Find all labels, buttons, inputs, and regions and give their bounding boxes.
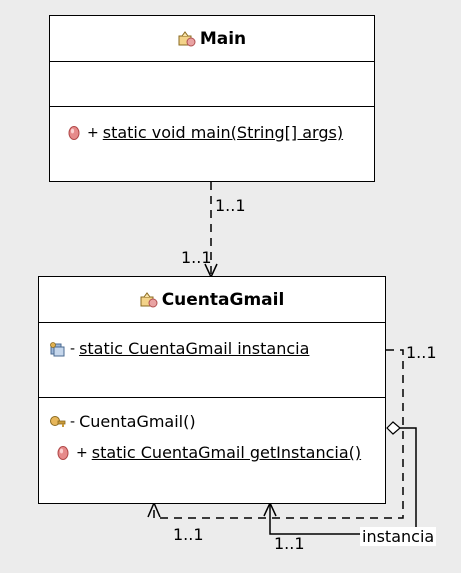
self-aggregation-multiplicity: 1..1 [274, 534, 305, 553]
dependency-source-multiplicity: 1..1 [215, 196, 246, 215]
operation-signature: static void main(String[] args) [102, 123, 344, 142]
self-aggregation-role: instancia [360, 527, 437, 546]
operation-constructor[interactable]: - CuentaGmail() [49, 412, 196, 431]
class-main-operations: + static void main(String[] args) [50, 106, 374, 181]
class-main[interactable]: Main + static void main(String[] args) [49, 15, 375, 182]
dependency-target-multiplicity: 1..1 [181, 248, 212, 267]
public-method-icon [55, 445, 71, 461]
class-icon [178, 30, 196, 47]
operation-signature: CuentaGmail() [79, 412, 196, 431]
operation-main[interactable]: + static void main(String[] args) [66, 123, 343, 142]
private-static-field-icon [49, 341, 65, 357]
class-main-attributes [50, 61, 374, 107]
class-cuentagmail-name: CuentaGmail [161, 289, 285, 310]
class-main-header: Main [50, 16, 374, 61]
class-cuentagmail[interactable]: CuentaGmail - static CuentaGmail instanc… [38, 276, 386, 504]
class-main-name: Main [199, 28, 247, 49]
aggregation-diamond [386, 421, 401, 435]
class-icon [140, 291, 158, 308]
self-dependency-right-multiplicity: 1..1 [406, 343, 437, 362]
visibility-marker: + [87, 124, 99, 141]
class-cuentagmail-attributes: - static CuentaGmail instancia [39, 322, 385, 398]
operation-getinstancia[interactable]: + static CuentaGmail getInstancia() [55, 443, 361, 462]
class-cuentagmail-header: CuentaGmail [39, 277, 385, 322]
operation-signature: static CuentaGmail getInstancia() [91, 443, 362, 462]
attribute-instancia[interactable]: - static CuentaGmail instancia [49, 339, 309, 358]
private-constructor-icon [49, 414, 66, 430]
class-cuentagmail-operations: - CuentaGmail() + static CuentaGmail get… [39, 397, 385, 503]
self-dependency-bottom-multiplicity: 1..1 [173, 525, 204, 544]
public-method-icon [66, 125, 82, 141]
attribute-signature: static CuentaGmail instancia [79, 339, 310, 358]
self-dependency-line[interactable] [153, 349, 404, 519]
visibility-marker: - [70, 413, 76, 430]
visibility-marker: + [76, 444, 88, 461]
visibility-marker: - [70, 340, 76, 357]
